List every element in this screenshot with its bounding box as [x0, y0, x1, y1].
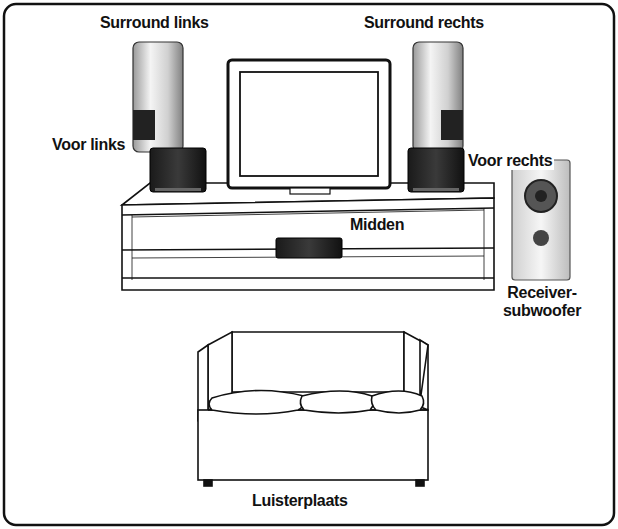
center-speaker [276, 238, 342, 258]
tv-stand [122, 183, 494, 290]
label-surround-left: Surround links [100, 14, 209, 32]
label-front-left: Voor links [52, 136, 125, 154]
front-left-speaker [150, 148, 206, 192]
surround-left-speaker [133, 42, 183, 152]
front-right-speaker [408, 148, 464, 192]
label-subwoofer: Receiver-subwoofer [500, 284, 584, 321]
label-surround-right: Surround rechts [364, 14, 484, 32]
frame [4, 4, 614, 525]
sofa [198, 332, 428, 486]
receiver-subwoofer [512, 160, 570, 280]
label-center: Midden [348, 216, 406, 234]
surround-right-speaker [413, 42, 463, 152]
tv [228, 60, 390, 194]
label-listening: Luisterplaats [252, 492, 348, 510]
label-front-right: Voor rechts [466, 152, 554, 170]
